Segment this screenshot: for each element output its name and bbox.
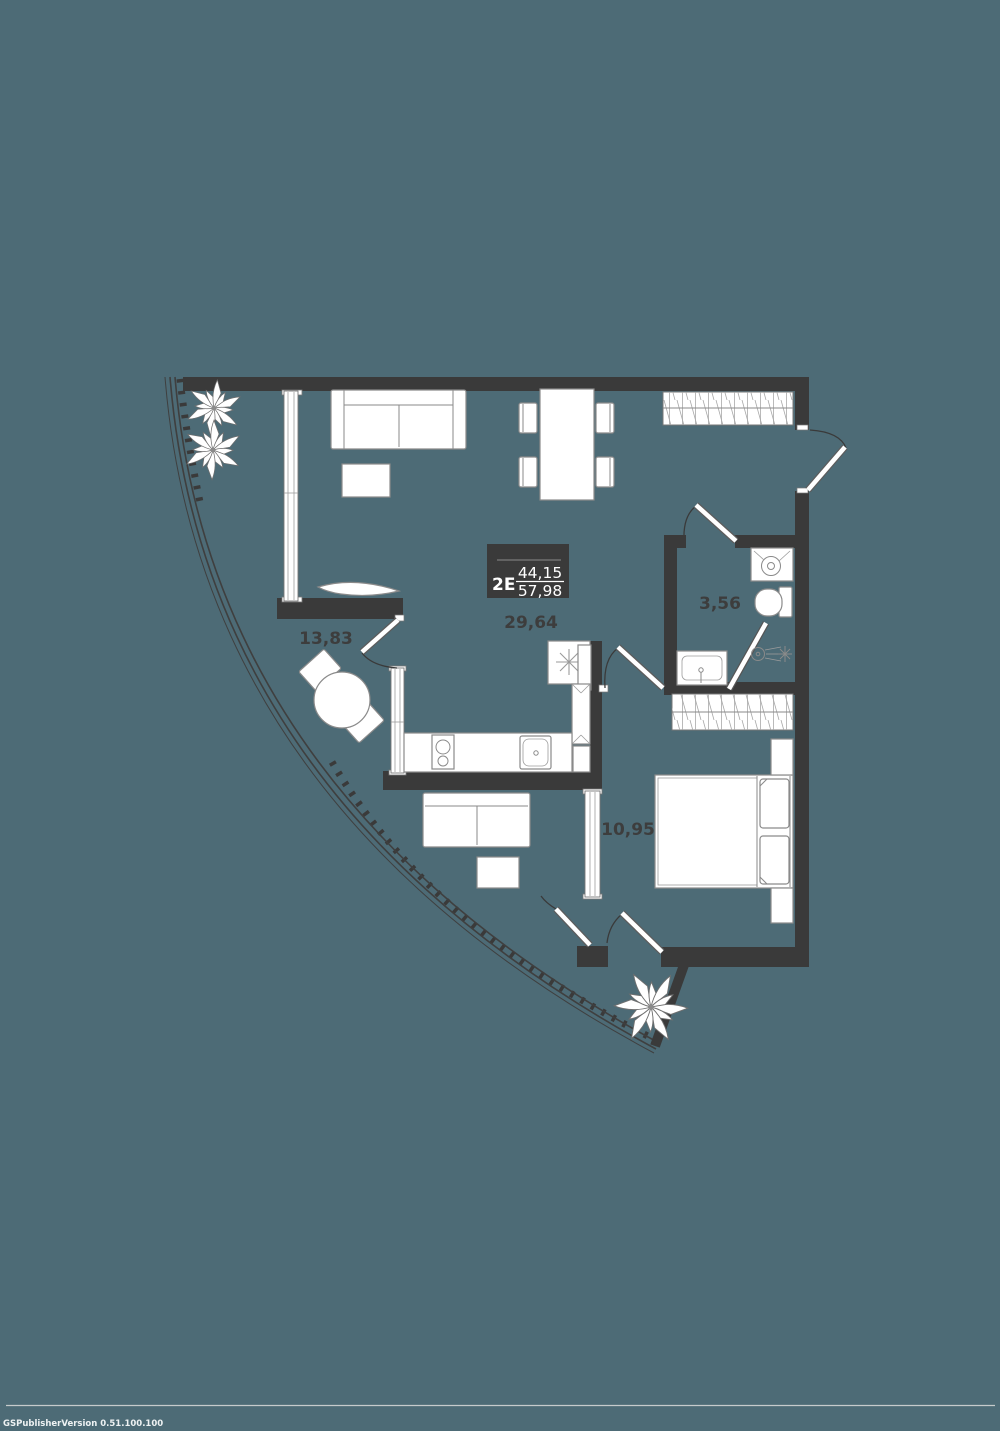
doors	[359, 424, 848, 955]
sofa-small	[422, 792, 531, 848]
railing-outer-line	[164, 376, 655, 1054]
footer: GSPublisherVersion 0.51.100.100	[3, 1404, 995, 1429]
railing-hatch-top	[176, 378, 204, 503]
cooktop	[431, 734, 455, 770]
unit-area-bottom: 57,98	[518, 582, 562, 600]
terrace-door	[359, 614, 405, 669]
shower-valve-icon	[778, 646, 792, 662]
unit-info-box: 2E 44,15 57,98	[487, 544, 569, 600]
unit-area-top: 44,15	[518, 564, 562, 582]
dining-chair	[518, 402, 538, 434]
coffee-table-nook	[476, 856, 520, 889]
room-area-terrace: 13,83	[299, 629, 353, 649]
pillow	[759, 778, 790, 829]
round-table	[313, 671, 371, 729]
plants	[171, 374, 694, 1049]
corridor-door	[598, 644, 666, 693]
wall-kitchen-column	[590, 641, 602, 775]
pillow	[759, 835, 790, 885]
bathroom-fixtures	[676, 547, 794, 691]
double-bed	[654, 774, 794, 889]
walls	[183, 377, 809, 967]
unit-box-background	[487, 544, 569, 598]
wall-bath-top-stub	[664, 535, 686, 548]
dining-chair	[595, 402, 615, 434]
sofa-large	[330, 389, 467, 450]
entry-door	[796, 424, 848, 494]
wardrobe-hall	[662, 391, 794, 426]
wardrobe-bedroom	[671, 693, 794, 731]
washing-machine	[750, 547, 794, 582]
glass-partition-bedroom	[582, 788, 603, 900]
railing-line	[169, 376, 657, 1050]
wall-kitchen-bottom	[383, 771, 602, 790]
dining-set	[518, 388, 615, 501]
footer-version-text: GSPublisherVersion 0.51.100.100	[3, 1419, 163, 1429]
terrace-furniture	[298, 649, 385, 743]
wall-bottom-stub	[577, 946, 608, 967]
wall-bath-left	[664, 535, 677, 695]
room-labels: 13,83 29,64 3,56 10,95	[299, 594, 741, 840]
wall-top	[183, 377, 809, 391]
bedroom-furniture	[654, 693, 794, 924]
shower	[725, 621, 792, 691]
wall-right-main	[795, 491, 809, 951]
room-area-bathroom: 3,56	[699, 594, 741, 614]
windows	[281, 389, 603, 900]
unit-code: 2E	[492, 575, 515, 595]
vestibule-door-bedroom	[606, 910, 665, 955]
wall-right-upper	[795, 391, 809, 430]
room-area-bedroom: 10,95	[601, 820, 655, 840]
window-living-terrace	[281, 389, 303, 603]
window-terrace-kitchen	[388, 665, 407, 776]
dining-chair	[595, 456, 615, 488]
tall-cabinet	[571, 683, 591, 745]
coffee-table-living	[341, 463, 391, 498]
bathroom-door	[683, 502, 739, 544]
wall-bath-top	[735, 535, 795, 548]
pantry-cabinet	[577, 644, 592, 691]
living-room-furniture	[316, 388, 794, 597]
base-cabinet	[572, 745, 591, 773]
vestibule-door-living	[540, 895, 593, 948]
wall-bottom	[661, 947, 809, 967]
bathroom-sink	[676, 650, 728, 686]
nook-furniture	[422, 792, 531, 889]
room-area-living: 29,64	[504, 613, 558, 633]
railing-inner-line	[174, 376, 660, 1044]
dining-chair	[518, 456, 538, 488]
shower-head-icon	[751, 647, 765, 661]
dining-table	[539, 388, 595, 501]
kitchen-furniture	[403, 640, 592, 773]
wall-terrace-top	[277, 598, 403, 619]
toilet	[754, 586, 793, 618]
nightstand	[770, 887, 794, 924]
kitchen-sink	[519, 735, 552, 770]
tv-console	[316, 581, 402, 597]
nightstand	[770, 738, 794, 776]
